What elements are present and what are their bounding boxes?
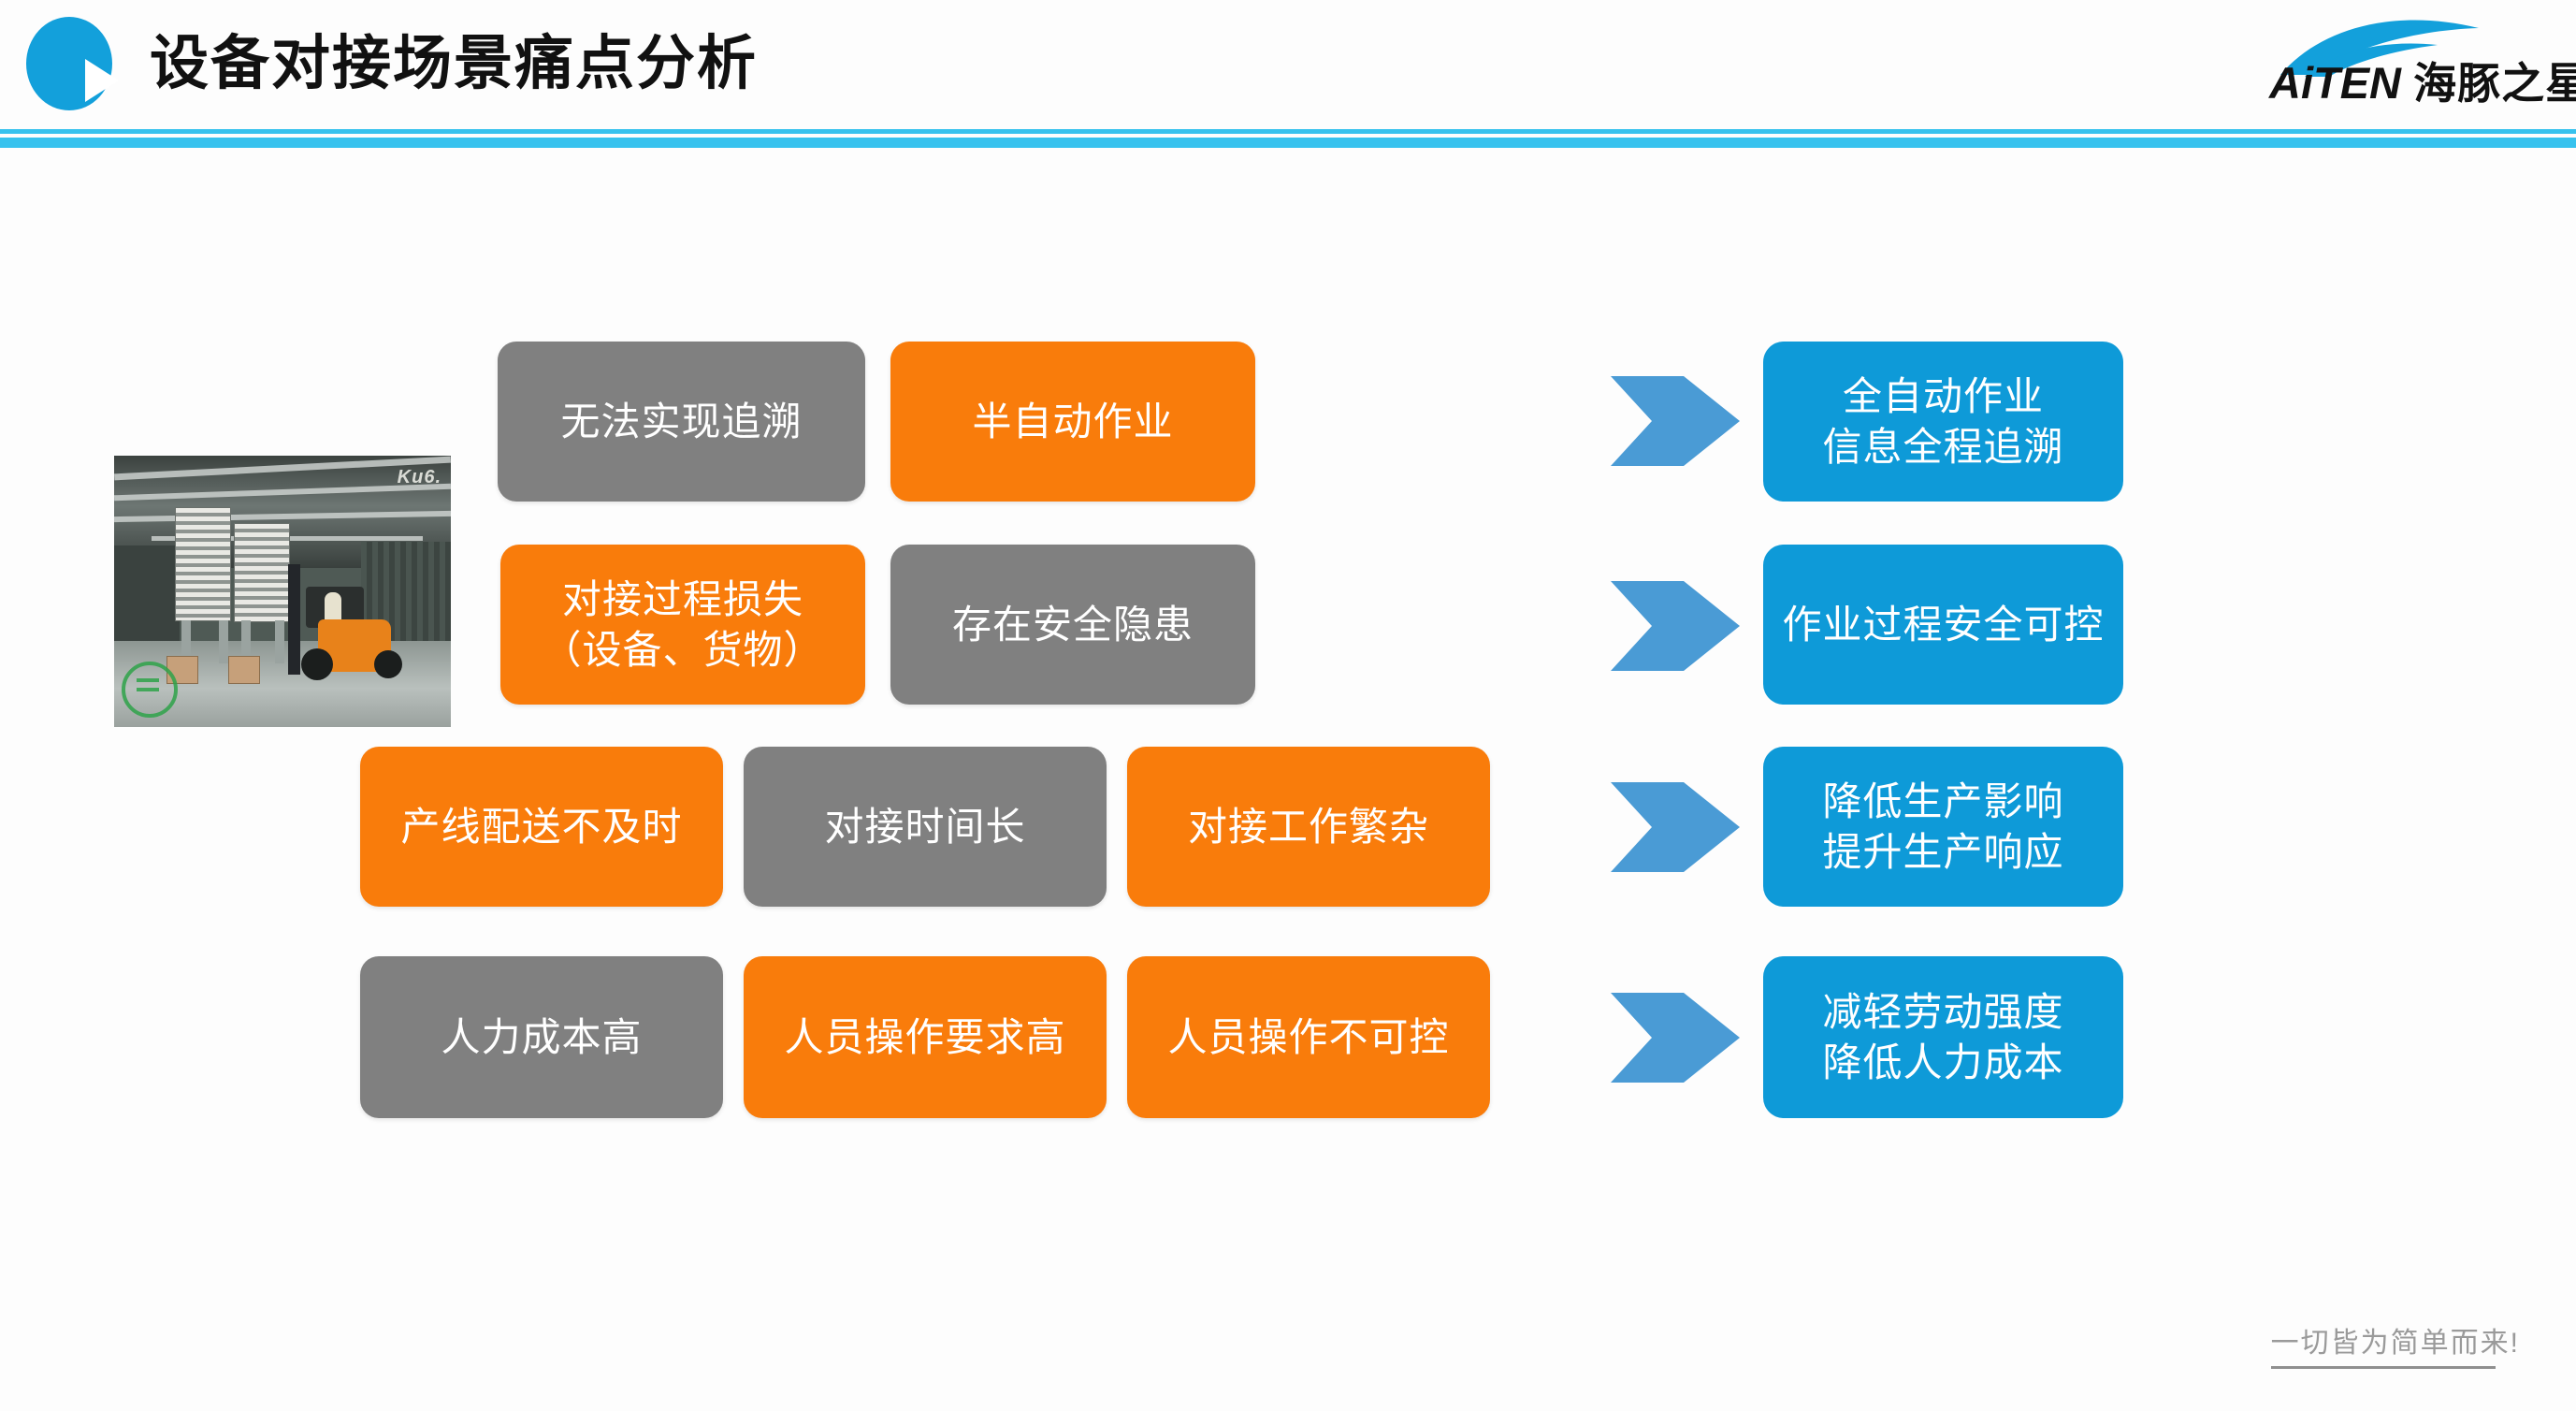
photo-pallet-stack (175, 507, 231, 621)
pain-point-label: 存在安全隐患 (951, 602, 1194, 647)
chevron-right-icon (1611, 775, 1740, 876)
chevron-right-icon (1611, 369, 1740, 470)
pain-point-label: 人员操作要求高 (784, 1014, 1066, 1059)
photo-watermark: Ku6. (397, 467, 441, 487)
benefit-label: 全自动作业信息全程追溯 (1822, 373, 2064, 469)
photo-forklift-mast (288, 564, 300, 675)
pain-point-box[interactable]: 人员操作要求高 (744, 956, 1107, 1118)
photo-post (241, 620, 251, 663)
pain-point-box[interactable]: 半自动作业 (890, 342, 1255, 502)
footer-slogan: 一切皆为简单而来! (2270, 1328, 2520, 1359)
header-divider-thick (0, 138, 2576, 148)
benefit-box[interactable]: 降低生产影响提升生产响应 (1763, 747, 2123, 907)
play-triangle-icon (85, 59, 119, 102)
photo-pallet-foot (228, 656, 260, 684)
benefit-box[interactable]: 减轻劳动强度降低人力成本 (1763, 956, 2123, 1118)
chevron-right-icon (1611, 985, 1740, 1086)
photo-wheel (301, 648, 333, 680)
pain-point-label: 半自动作业 (972, 399, 1174, 444)
pain-point-label: 对接过程损失（设备、货物） (542, 576, 824, 672)
brand-logo: AiTEN 海豚之星 (2264, 13, 2576, 114)
header-divider-thin (0, 129, 2576, 134)
pain-point-box[interactable]: 存在安全隐患 (890, 545, 1255, 705)
pain-point-box[interactable]: 人力成本高 (360, 956, 723, 1118)
photo-wheel (374, 650, 402, 678)
forklift-warehouse-photo: Ku6. (114, 456, 451, 727)
photo-post (275, 620, 284, 663)
footer-divider (2270, 1366, 2496, 1369)
page-title: 设备对接场景痛点分析 (150, 31, 758, 96)
pain-point-box[interactable]: 产线配送不及时 (360, 747, 723, 907)
pain-point-box[interactable]: 对接时间长 (744, 747, 1107, 907)
chevron-right-icon (1611, 574, 1740, 675)
benefit-label: 降低生产影响提升生产响应 (1822, 778, 2064, 874)
pain-point-box[interactable]: 对接工作繁杂 (1127, 747, 1490, 907)
benefit-label: 作业过程安全可控 (1782, 602, 2105, 647)
brand-name-cn: 海豚之星 (2413, 59, 2576, 108)
photo-post (219, 620, 228, 663)
pain-point-label: 人员操作不可控 (1167, 1014, 1450, 1059)
pain-point-label: 无法实现追溯 (560, 399, 803, 444)
photo-post (181, 620, 191, 663)
benefit-label: 减轻劳动强度降低人力成本 (1822, 989, 2064, 1084)
benefit-box[interactable]: 全自动作业信息全程追溯 (1763, 342, 2123, 502)
photo-driver (325, 592, 341, 622)
pain-point-box[interactable]: 人员操作不可控 (1127, 956, 1490, 1118)
pain-point-label: 人力成本高 (441, 1014, 643, 1059)
pain-point-label: 对接工作繁杂 (1187, 804, 1429, 849)
pain-point-box[interactable]: 无法实现追溯 (498, 342, 865, 502)
footer: 一切皆为简单而来! (2270, 1325, 2520, 1369)
green-circle-logo (122, 662, 178, 718)
wave-swoosh-icon (2280, 20, 2479, 77)
photo-pallet-stack (234, 523, 290, 622)
play-button-icon (26, 17, 119, 110)
benefit-box[interactable]: 作业过程安全可控 (1763, 545, 2123, 705)
pain-point-box[interactable]: 对接过程损失（设备、货物） (500, 545, 865, 705)
slide-header: 设备对接场景痛点分析 AiTEN 海豚之星 (0, 0, 2576, 148)
pain-point-label: 产线配送不及时 (400, 804, 683, 849)
brand-name-en: AiTEN (2269, 58, 2401, 108)
brand-logo-text: AiTEN 海豚之星 (2269, 58, 2576, 109)
pain-point-label: 对接时间长 (824, 804, 1026, 849)
